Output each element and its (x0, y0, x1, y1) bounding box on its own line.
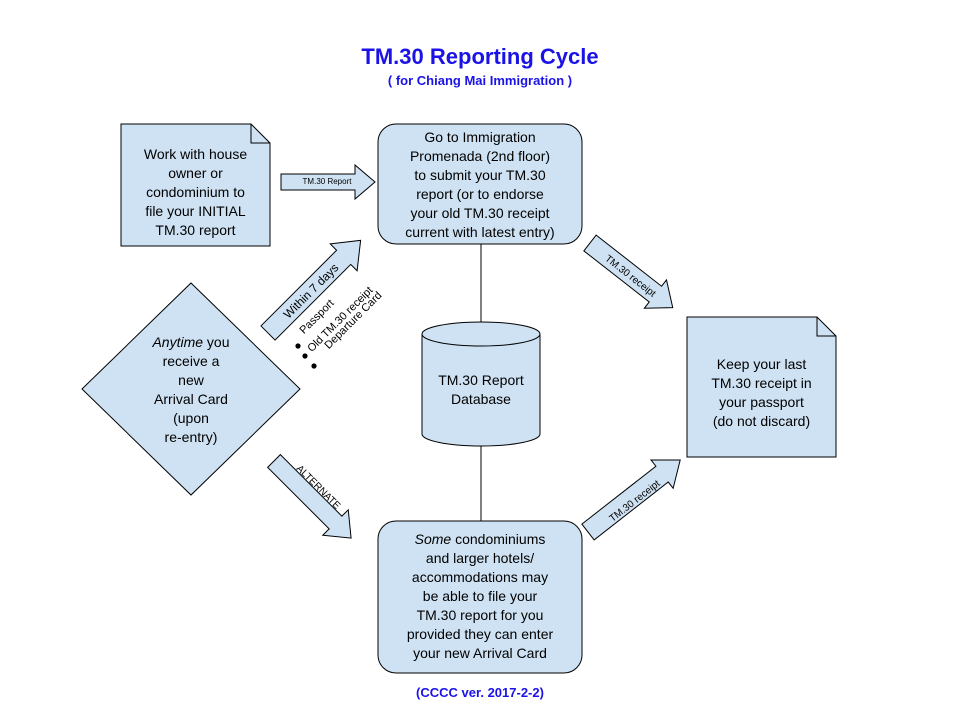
immigration-office-box (377, 123, 583, 245)
text-line: new (178, 372, 204, 388)
ellipsis-dot-3 (311, 363, 317, 369)
keep-receipt-text: Keep your last TM.30 receipt in your pas… (687, 355, 836, 431)
database-text: TM.30 Report Database (422, 371, 540, 409)
initial-report-text: Work with house owner or condominium to … (121, 145, 270, 240)
keep-receipt-box (686, 316, 837, 458)
text-line: TM.30 receipt in (711, 375, 812, 391)
ellipsis-dot-2 (302, 353, 308, 359)
text-line: re-entry) (164, 429, 218, 445)
text-line: current with latest entry) (405, 224, 555, 240)
condominium-box (377, 520, 583, 674)
text-line: accommodations may (411, 569, 549, 585)
text-line: your new Arrival Card (413, 645, 547, 661)
database-top (421, 321, 541, 347)
diagram-title: TM.30 Reporting Cycle (361, 44, 599, 69)
text-line: receive a (162, 353, 220, 369)
text-fragment: condominiums (451, 531, 546, 547)
text-line: TM.30 report (155, 222, 236, 238)
arrow-alternate (266, 453, 352, 539)
text-line: file your INITIAL (145, 203, 246, 219)
keep-receipt-fold (816, 317, 836, 337)
text-line: be able to file your (422, 588, 538, 604)
arrow-tm30-report (280, 163, 376, 201)
text-line: Anytime you (121, 333, 261, 352)
arrow-within-7-days (260, 239, 362, 341)
text-line: Database (451, 391, 511, 407)
text-fragment: you (203, 334, 230, 350)
text-line: condominium to (146, 184, 245, 200)
text-line: (upon (173, 410, 209, 426)
arrow-receipt-top (583, 234, 674, 309)
ellipsis-dot-1 (295, 343, 301, 349)
text-line: (do not discard) (712, 413, 811, 429)
text-line: your passport (719, 394, 804, 410)
text-line: Promenada (2nd floor) (409, 148, 551, 164)
text-line: Work with house (143, 146, 248, 162)
text-line: report (or to endorse (416, 186, 544, 202)
text-line: provided they can enter (406, 626, 554, 642)
text-line: to submit your TM.30 (414, 167, 546, 183)
arrow-label-tm30-report: TM.30 Report (302, 177, 352, 186)
emphasis-text: Anytime (152, 334, 204, 350)
diagram-subtitle: ( for Chiang Mai Immigration ) (387, 73, 573, 88)
arrival-card-text: Anytime you receive a new Arrival Card (… (121, 333, 261, 447)
arrival-card-diamond (81, 282, 301, 496)
text-line: your old TM.30 receipt (410, 205, 550, 221)
initial-report-fold (250, 124, 270, 144)
text-line: TM.30 Report (438, 372, 524, 388)
database-body (421, 334, 541, 447)
text-line: Some condominiums (378, 530, 582, 549)
version-footer: (CCCC ver. 2017-2-2) (416, 685, 544, 700)
initial-report-box (120, 123, 271, 247)
condominium-text: Some condominiums and larger hotels/ acc… (378, 530, 582, 663)
arrow-receipt-bottom (581, 459, 681, 541)
text-line: TM.30 report for you (416, 607, 544, 623)
text-line: and larger hotels/ (425, 550, 535, 566)
text-line: Arrival Card (154, 391, 228, 407)
immigration-office-text: Go to Immigration Promenada (2nd floor) … (378, 128, 582, 242)
emphasis-text: Some (414, 531, 452, 547)
text-line: Go to Immigration (424, 129, 536, 145)
text-line: owner or (168, 165, 223, 181)
text-line: Keep your last (716, 356, 807, 372)
